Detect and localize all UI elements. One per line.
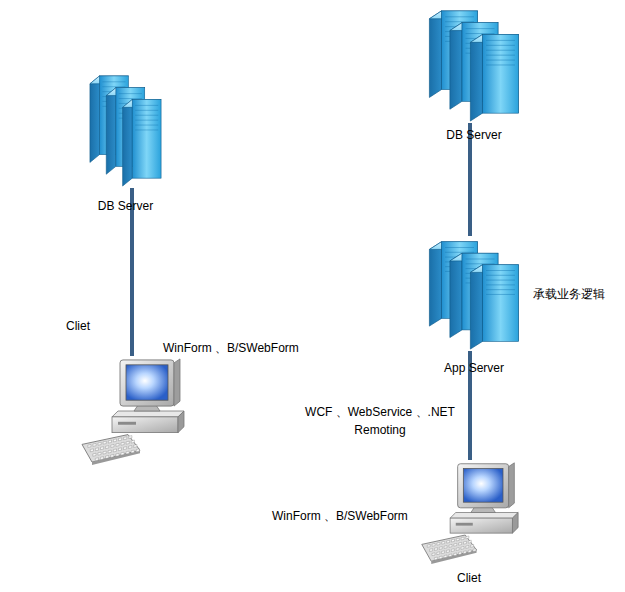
node-label: 承载业务逻辑	[533, 286, 605, 302]
node-label: WinForm 、B/SWebForm	[163, 340, 299, 356]
node-label: WinForm 、B/SWebForm	[272, 508, 408, 524]
node-label: App Server	[367, 360, 581, 376]
client-pc: ClietWinForm 、B/SWebForm	[78, 356, 186, 466]
client-computer-icon	[418, 460, 520, 565]
server-icon	[88, 70, 163, 188]
db-server: DB Server	[427, 5, 521, 123]
db-server: DB Server	[88, 70, 163, 188]
node-label: DB Server	[367, 127, 581, 143]
connection-line	[130, 188, 134, 356]
node-label: Cliet	[358, 570, 580, 586]
server-icon	[427, 5, 521, 123]
client-pc: WinForm 、B/SWebFormCliet	[418, 460, 520, 565]
node-label: DB Server	[28, 198, 223, 214]
client-computer-icon	[78, 356, 186, 466]
node-label: Cliet	[66, 318, 90, 334]
app-server: App Server承载业务逻辑	[427, 236, 521, 351]
edge-label: WCF 、WebService 、.NET Remoting	[296, 403, 464, 439]
server-icon	[427, 236, 521, 351]
